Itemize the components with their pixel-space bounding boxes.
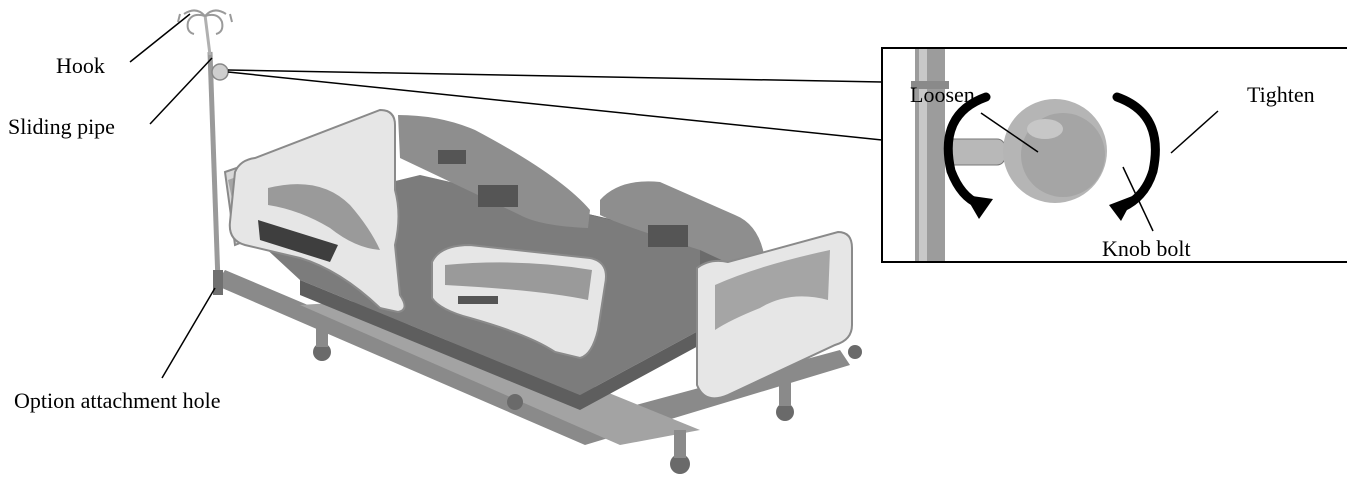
- option-attachment-hole-label: Option attachment hole: [14, 390, 221, 412]
- knob-bolt-marker: [212, 64, 228, 80]
- iv-pole: [205, 15, 223, 295]
- knob-bolt-label: Knob bolt: [1102, 238, 1191, 260]
- loosen-label: Loosen: [910, 84, 975, 106]
- tighten-label: Tighten: [1247, 84, 1315, 106]
- hook-label: Hook: [56, 55, 105, 77]
- tighten-arrow-icon: [1109, 97, 1155, 221]
- sliding-pipe-label: Sliding pipe: [8, 116, 115, 138]
- knob-bolt-detail-inset: [881, 47, 1347, 263]
